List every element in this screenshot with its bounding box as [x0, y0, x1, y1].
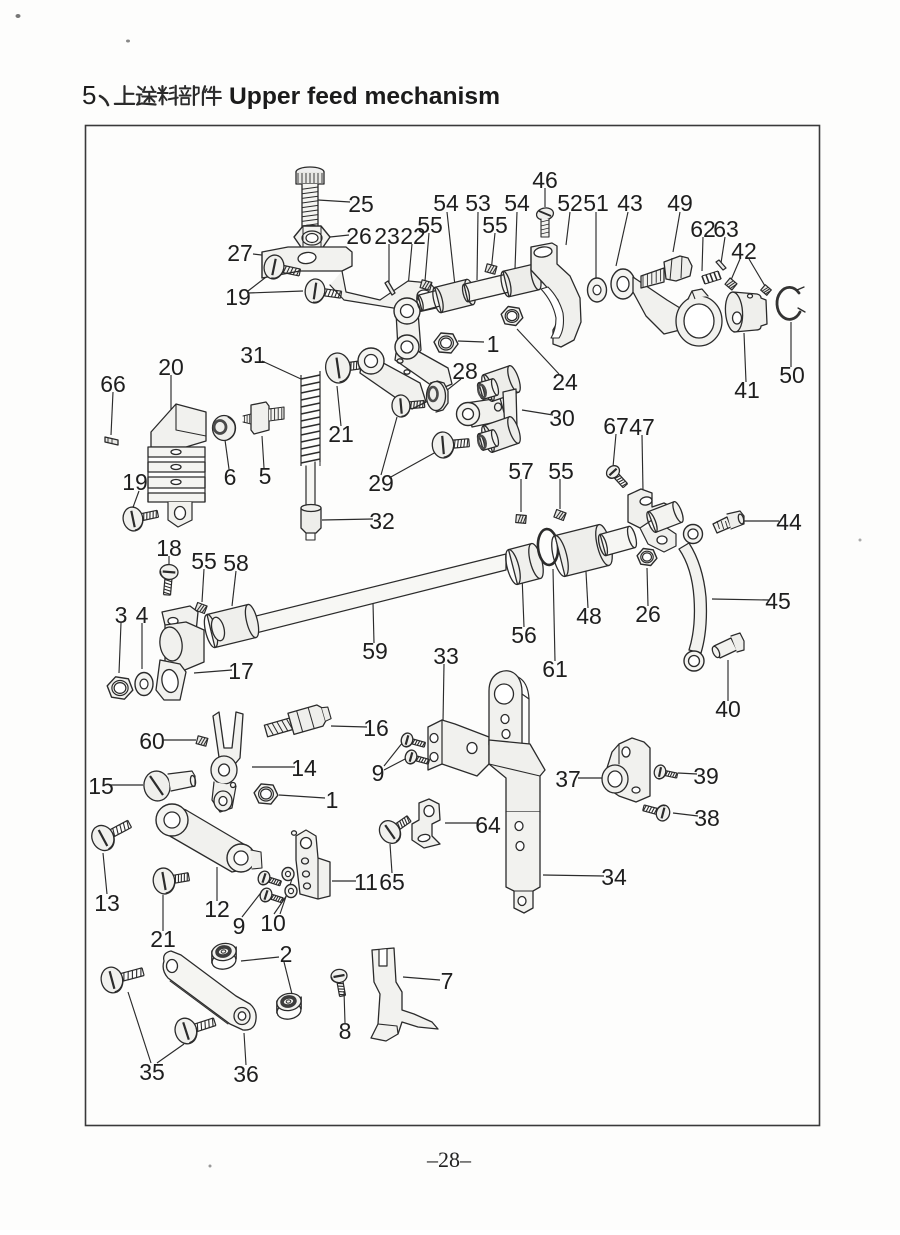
svg-text:Upper feed mechanism: Upper feed mechanism: [229, 83, 500, 110]
svg-text:19: 19: [225, 284, 251, 310]
svg-text:37: 37: [555, 766, 581, 792]
svg-text:24: 24: [552, 369, 578, 395]
svg-text:19: 19: [122, 469, 148, 495]
svg-text:44: 44: [776, 509, 802, 535]
svg-text:54: 54: [433, 190, 459, 216]
svg-text:50: 50: [779, 362, 805, 388]
svg-text:25: 25: [348, 191, 374, 217]
svg-text:5: 5: [82, 80, 96, 110]
svg-text:28: 28: [452, 358, 478, 384]
svg-text:2: 2: [280, 941, 293, 967]
svg-text:7: 7: [441, 968, 454, 994]
svg-text:17: 17: [228, 658, 254, 684]
svg-text:26: 26: [346, 223, 372, 249]
svg-text:32: 32: [369, 508, 395, 534]
svg-text:9: 9: [233, 913, 246, 939]
svg-text:34: 34: [601, 864, 627, 890]
svg-text:1: 1: [487, 331, 500, 357]
svg-text:43: 43: [617, 190, 643, 216]
svg-text:38: 38: [694, 805, 720, 831]
svg-text:15: 15: [88, 773, 114, 799]
svg-text:33: 33: [433, 643, 459, 669]
svg-text:10: 10: [260, 910, 286, 936]
svg-text:60: 60: [139, 728, 165, 754]
svg-text:48: 48: [576, 603, 602, 629]
svg-text:27: 27: [227, 240, 253, 266]
svg-text:23: 23: [374, 223, 400, 249]
svg-text:9: 9: [372, 760, 385, 786]
svg-text:–28–: –28–: [426, 1147, 472, 1172]
svg-text:30: 30: [549, 405, 575, 431]
svg-text:6: 6: [224, 464, 237, 490]
svg-text:5: 5: [259, 463, 272, 489]
svg-text:39: 39: [693, 763, 719, 789]
svg-text:59: 59: [362, 638, 388, 664]
svg-text:64: 64: [475, 812, 501, 838]
svg-text:35: 35: [139, 1059, 165, 1085]
svg-text:42: 42: [731, 238, 757, 264]
svg-text:16: 16: [363, 715, 389, 741]
svg-text:31: 31: [240, 342, 266, 368]
svg-text:41: 41: [734, 377, 760, 403]
svg-text:14: 14: [291, 755, 317, 781]
svg-text:1: 1: [326, 787, 339, 813]
svg-text:45: 45: [765, 588, 791, 614]
svg-text:11: 11: [354, 869, 378, 895]
svg-text:55: 55: [548, 458, 574, 484]
